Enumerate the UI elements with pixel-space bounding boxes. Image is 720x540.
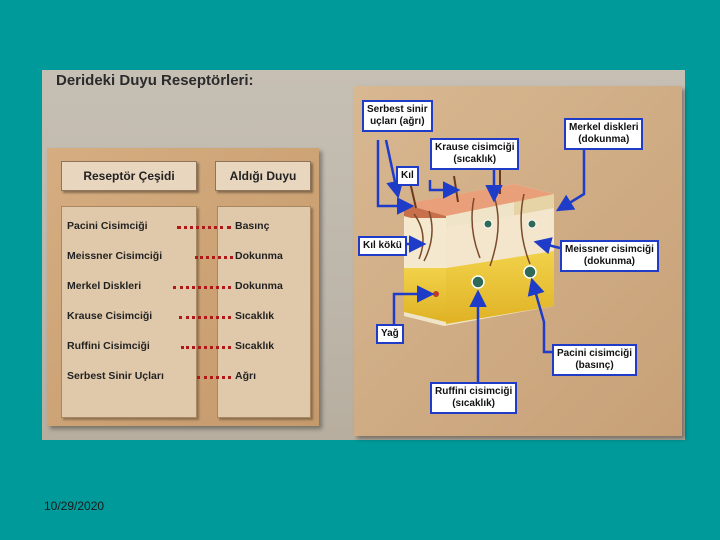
connector-dots [177,226,231,229]
receptor-name: Krause Cisimciği [67,310,152,322]
connector-dots [173,286,231,289]
label-line: (dokunma) [569,134,638,146]
receptor-name: Pacini Cisimciği [67,220,148,232]
label-hair: Kıl [396,166,419,186]
label-line: uçları (ağrı) [367,116,428,128]
sense-name: Dokunma [235,250,283,262]
receptor-table: Reseptör Çeşidi Aldığı Duyu Pacini Cisim… [47,148,319,426]
label-ruffini-corpuscle: Ruffini cisimciği (sıcaklık) [430,382,517,414]
label-line: (sıcaklık) [435,398,512,410]
label-meissner-corpuscle: Meissner cisimciği (dokunma) [560,240,659,272]
label-line: (dokunma) [565,256,654,268]
label-line: (sıcaklık) [435,154,514,166]
footer-date: 10/29/2020 [44,499,104,513]
connector-dots [179,316,231,319]
receptor-name: Ruffini Cisimciği [67,340,150,352]
label-fat: Yağ [376,324,404,344]
label-krause-corpuscle: Krause cisimciği (sıcaklık) [430,138,519,170]
header-sense: Aldığı Duyu [215,161,311,191]
header-receptor-type: Reseptör Çeşidi [61,161,197,191]
receptor-name: Merkel Diskleri [67,280,141,292]
label-line: Merkel diskleri [569,122,638,134]
label-line: Ruffini cisimciği [435,386,512,398]
label-line: Krause cisimciği [435,142,514,154]
receptor-name: Serbest Sinir Uçları [67,370,164,382]
sense-name: Dokunma [235,280,283,292]
label-line: Serbest sinir [367,104,428,116]
skin-diagram-panel: Serbest sinir uçları (ağrı) Merkel diskl… [354,86,682,436]
sense-name: Sıcaklık [235,340,274,352]
connector-dots [197,376,231,379]
slide-image: Derideki Duyu Reseptörleri: Reseptör Çeş… [42,70,685,440]
label-free-nerve-endings: Serbest sinir uçları (ağrı) [362,100,433,132]
label-line: (basınç) [557,360,632,372]
main-title: Derideki Duyu Reseptörleri: [56,72,254,89]
label-line: Pacini cisimciği [557,348,632,360]
sense-name: Sıcaklık [235,310,274,322]
label-pacini-corpuscle: Pacini cisimciği (basınç) [552,344,637,376]
sense-name: Ağrı [235,370,256,382]
connector-dots [195,256,233,259]
connector-dots [181,346,231,349]
receptor-name: Meissner Cisimciği [67,250,162,262]
label-hair-root: Kıl kökü [358,236,407,256]
label-line: Meissner cisimciği [565,244,654,256]
sense-name: Basınç [235,220,269,232]
label-merkel-discs: Merkel diskleri (dokunma) [564,118,643,150]
